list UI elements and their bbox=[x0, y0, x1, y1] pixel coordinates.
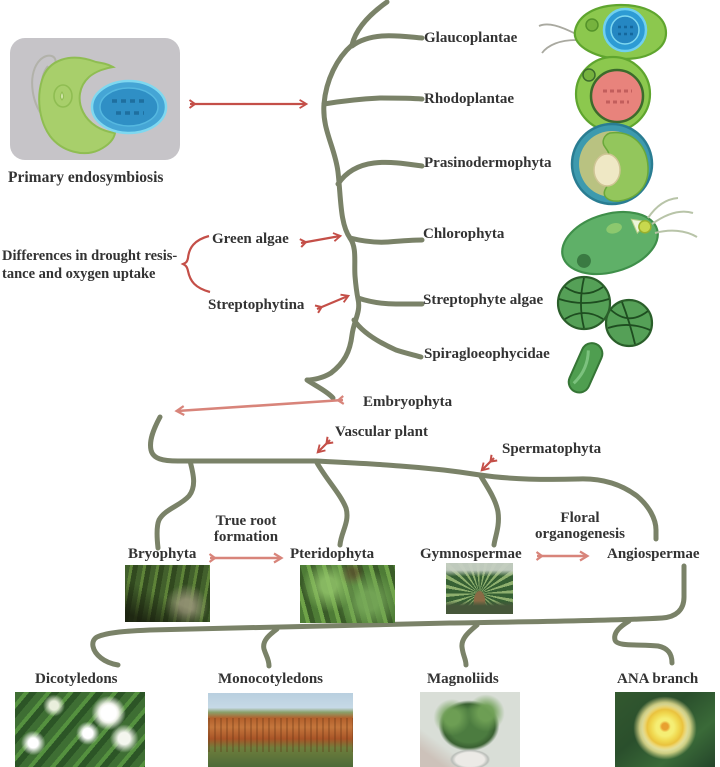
host-cell-icon bbox=[38, 56, 117, 155]
group-label-ana-branch: ANA branch bbox=[617, 671, 699, 687]
main-trunk-branch bbox=[304, 0, 390, 401]
water-lily-photo bbox=[615, 692, 715, 767]
clade-label-prasinodermophyta: Prasinodermophyta bbox=[424, 155, 552, 171]
phylo-tree-branches bbox=[90, 0, 687, 669]
green-algae-label: Green algae bbox=[212, 231, 289, 247]
streptophytina-arrow bbox=[314, 293, 351, 314]
floral-line2: organogenesis bbox=[535, 526, 625, 542]
pteridophyta-branch bbox=[313, 458, 350, 548]
red-alga-cell-icon bbox=[574, 55, 652, 133]
vascular-plant-label: Vascular plant bbox=[335, 424, 428, 440]
chlorophyta-branch bbox=[347, 235, 425, 245]
clade-label-rhodoplantae: Rhodoplantae bbox=[424, 91, 515, 107]
land-plant-label-pteridophyta: Pteridophyta bbox=[290, 546, 375, 562]
spiragloea-cell-icon bbox=[567, 342, 604, 394]
bryophyta-branch bbox=[154, 458, 197, 551]
fern-photo bbox=[300, 565, 395, 623]
group-label-magnoliids: Magnoliids bbox=[427, 671, 499, 687]
prasinodermophyta-branch bbox=[335, 159, 425, 187]
floral-transition-label: Floral organogenesis bbox=[525, 510, 635, 542]
nucleus-icon bbox=[53, 84, 73, 108]
gymnospermae-branch bbox=[477, 472, 501, 548]
spermatophyta-arrow bbox=[480, 454, 498, 472]
true-root-transition-label: True root formation bbox=[196, 513, 296, 545]
true-root-line2: formation bbox=[213, 529, 279, 545]
angiosperm-radiation-branch bbox=[90, 563, 687, 668]
drought-note-line1: Differences in drought resis- bbox=[2, 248, 178, 264]
glaucophyte-cell-icon bbox=[538, 3, 668, 61]
group-label-monocotyledons: Monocotyledons bbox=[218, 671, 323, 687]
clade-label-glaucoplantae: Glaucoplantae bbox=[424, 30, 518, 46]
cycad-photo bbox=[446, 563, 513, 614]
nucleolus-icon bbox=[60, 91, 64, 101]
note-brace bbox=[180, 234, 211, 294]
cyanobacterium-inner-icon bbox=[99, 87, 159, 127]
land-plant-label-angiospermae: Angiospermae bbox=[607, 546, 700, 562]
annotation-arrows bbox=[174, 99, 590, 564]
clade-label-embryophyta: Embryophyta bbox=[363, 394, 453, 410]
land-plant-label-bryophyta: Bryophyta bbox=[128, 546, 197, 562]
primary-endosymbiosis-illustration bbox=[10, 38, 180, 160]
host-flagellum-icon bbox=[31, 54, 57, 119]
embryophyta-arrow bbox=[174, 395, 345, 417]
magnoliids-branch bbox=[459, 622, 480, 668]
ana-branch-branch bbox=[612, 618, 675, 666]
embryophyta-backbone-branch bbox=[148, 414, 659, 542]
prasinoderm-cell-icon bbox=[570, 122, 654, 206]
true-root-line1: True root bbox=[215, 513, 277, 529]
rhodoplantae-branch bbox=[321, 95, 425, 107]
clade-label-spiragloeophycidae: Spiragloeophycidae bbox=[424, 346, 550, 362]
clade-label-chlorophyta: Chlorophyta bbox=[423, 226, 505, 242]
spermatophyta-label: Spermatophyta bbox=[502, 441, 602, 457]
floral-line1: Floral bbox=[560, 510, 600, 526]
clade-label-streptophyte-algae: Streptophyte algae bbox=[423, 292, 544, 308]
streptophyte-algae-cells-icon bbox=[556, 275, 654, 348]
endosymbiosis-label: Primary endosymbiosis bbox=[8, 169, 164, 186]
streptophytina-label: Streptophytina bbox=[208, 297, 305, 313]
drought-note-line2: tance and oxygen uptake bbox=[2, 266, 156, 282]
white-flowers-photo bbox=[15, 692, 145, 767]
potted-plant-photo bbox=[420, 692, 520, 767]
monocotyledons-branch bbox=[261, 626, 280, 669]
group-label-dicotyledons: Dicotyledons bbox=[35, 671, 118, 687]
streptophyte-algae-branch bbox=[355, 295, 425, 307]
sorghum-field-photo bbox=[208, 693, 353, 767]
vascular-plant-arrow bbox=[316, 436, 334, 454]
spiragloeophycidae-branch bbox=[351, 317, 424, 360]
moss-photo bbox=[125, 565, 210, 622]
green-algae-arrow bbox=[299, 232, 343, 248]
land-plant-label-gymnospermae: Gymnospermae bbox=[420, 546, 522, 562]
glaucoplantae-branch bbox=[349, 33, 425, 49]
chlamydomonas-cell-icon bbox=[561, 197, 698, 276]
